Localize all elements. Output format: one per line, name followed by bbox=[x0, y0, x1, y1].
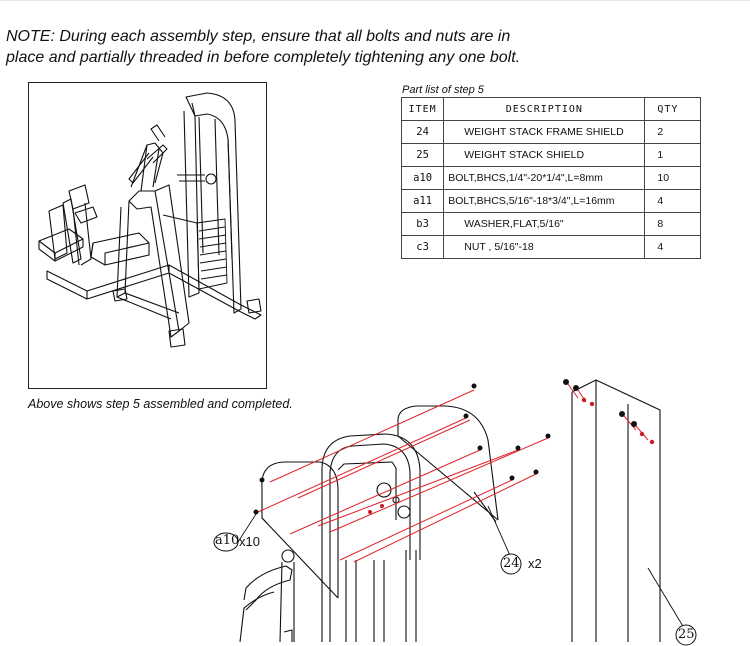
row-qty: 4 bbox=[644, 189, 701, 213]
parts-table-header-row: ITEM DESCRIPTION QTY bbox=[400, 97, 701, 121]
row-description: WASHER,FLAT,5/16" bbox=[443, 212, 646, 236]
assembly-note: NOTE: During each assembly step, ensure … bbox=[6, 26, 606, 68]
table-row: 25 WEIGHT STACK SHIELD 1 bbox=[400, 143, 701, 167]
assembled-figure-frame bbox=[28, 82, 267, 389]
callout-25-label: 25 bbox=[678, 627, 695, 642]
callout-a10-mult: x10 bbox=[239, 534, 260, 549]
row-item: 25 bbox=[400, 143, 445, 167]
callout-a10-label: a10 bbox=[215, 533, 240, 548]
row-description: WEIGHT STACK FRAME SHIELD bbox=[443, 120, 646, 144]
row-item: c3 bbox=[400, 235, 445, 259]
note-line-2: place and partially threaded in before c… bbox=[6, 49, 521, 66]
row-item: b3 bbox=[400, 212, 445, 236]
table-row: c3 NUT , 5/16"-18 4 bbox=[400, 235, 701, 259]
callout-circle-icon bbox=[500, 553, 522, 575]
row-description: BOLT,BHCS,1/4"-20*1/4",L=8mm bbox=[443, 166, 646, 190]
note-line-1: NOTE: During each assembly step, ensure … bbox=[6, 28, 511, 45]
assembled-machine-drawing bbox=[38, 92, 262, 348]
table-row: 24 WEIGHT STACK FRAME SHIELD 2 bbox=[400, 120, 701, 144]
row-description: WEIGHT STACK SHIELD bbox=[443, 143, 646, 167]
top-rule bbox=[0, 0, 750, 1]
callout-circle-icon bbox=[213, 532, 239, 552]
row-qty: 4 bbox=[644, 235, 701, 259]
parts-list-title: Part list of step 5 bbox=[402, 84, 484, 96]
row-qty: 2 bbox=[644, 120, 701, 144]
callout-24-label: 24 bbox=[503, 556, 520, 571]
header-qty: QTY bbox=[644, 97, 701, 121]
parts-list-table: ITEM DESCRIPTION QTY 24 WEIGHT STACK FRA… bbox=[400, 97, 701, 259]
callout-24-mult: x2 bbox=[528, 556, 542, 571]
row-item: a11 bbox=[400, 189, 445, 213]
table-row: a10 BOLT,BHCS,1/4"-20*1/4",L=8mm 10 bbox=[400, 166, 701, 190]
row-item: a10 bbox=[400, 166, 445, 190]
figure-caption: Above shows step 5 assembled and complet… bbox=[28, 397, 293, 411]
table-row: b3 WASHER,FLAT,5/16" 8 bbox=[400, 212, 701, 236]
header-item: ITEM bbox=[400, 97, 445, 121]
row-description: NUT , 5/16"-18 bbox=[443, 235, 646, 259]
